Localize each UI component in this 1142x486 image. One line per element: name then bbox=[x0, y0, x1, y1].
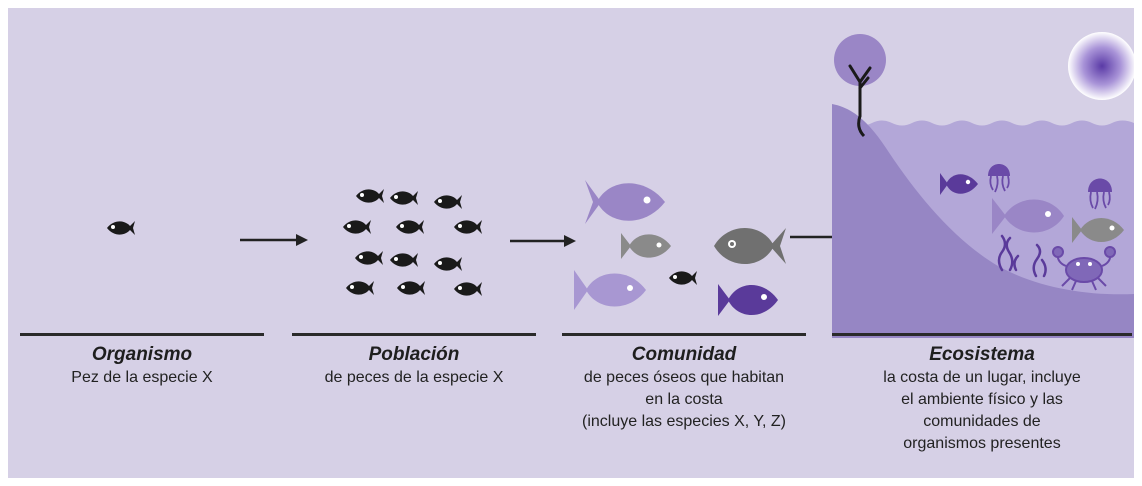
stage-description: de peces óseos que habitan en la costa (… bbox=[582, 369, 786, 430]
organism-fish-icon bbox=[107, 221, 135, 235]
stage-description: la costa de un lugar, incluye el ambient… bbox=[883, 369, 1081, 452]
jellyfish-icon bbox=[988, 164, 1010, 193]
tree-icon bbox=[834, 34, 886, 138]
stage-description: de peces de la especie X bbox=[324, 369, 504, 386]
stage-organismo: Organismo Pez de la especie X bbox=[20, 333, 264, 389]
divider-line bbox=[832, 333, 1132, 336]
fish-icon bbox=[355, 251, 383, 265]
fish-icon bbox=[718, 284, 778, 316]
fish-icon bbox=[390, 191, 418, 205]
fish-icon bbox=[574, 270, 646, 310]
fish-icon bbox=[585, 180, 665, 224]
fish-icon bbox=[621, 233, 671, 259]
diagram-illustration bbox=[107, 32, 1134, 338]
fish-icon bbox=[669, 271, 697, 285]
fish-icon bbox=[940, 173, 978, 195]
fish-icon bbox=[390, 253, 418, 267]
population-fish-group bbox=[343, 189, 482, 296]
stage-ecosistema: Ecosistema la costa de un lugar, incluye… bbox=[832, 333, 1132, 455]
fish-icon bbox=[356, 189, 384, 203]
fish-icon bbox=[396, 220, 424, 234]
fish-icon bbox=[397, 281, 425, 295]
fish-icon bbox=[434, 195, 462, 209]
divider-line bbox=[292, 333, 536, 336]
stage-title: Organismo bbox=[91, 344, 193, 365]
jellyfish-icon bbox=[1088, 178, 1112, 210]
diagram-panel: Organismo Pez de la especie X Población … bbox=[8, 8, 1134, 478]
stage-title: Comunidad bbox=[631, 344, 737, 365]
fish-icon bbox=[1072, 217, 1124, 243]
fish-icon bbox=[714, 228, 786, 264]
stage-title: Población bbox=[368, 344, 460, 365]
crab-icon bbox=[1052, 246, 1116, 291]
divider-line bbox=[20, 333, 264, 336]
fish-icon bbox=[434, 257, 462, 271]
stage-description: Pez de la especie X bbox=[71, 369, 213, 386]
fish-icon bbox=[343, 220, 371, 234]
ecosystem-scene bbox=[832, 32, 1134, 338]
stage-poblacion: Población de peces de la especie X bbox=[292, 333, 536, 389]
divider-line bbox=[562, 333, 806, 336]
fish-icon bbox=[346, 281, 374, 295]
fish-icon bbox=[454, 282, 482, 296]
arrow-icon bbox=[510, 235, 576, 247]
fish-icon bbox=[454, 220, 482, 234]
land bbox=[832, 104, 1134, 338]
arrow-icon bbox=[240, 234, 308, 246]
stage-title: Ecosistema bbox=[929, 344, 1035, 365]
stage-comunidad: Comunidad de peces óseos que habitan en … bbox=[562, 333, 806, 433]
fish-icon bbox=[992, 198, 1064, 234]
community-fish-group bbox=[574, 180, 786, 316]
sun-icon bbox=[1068, 32, 1134, 100]
